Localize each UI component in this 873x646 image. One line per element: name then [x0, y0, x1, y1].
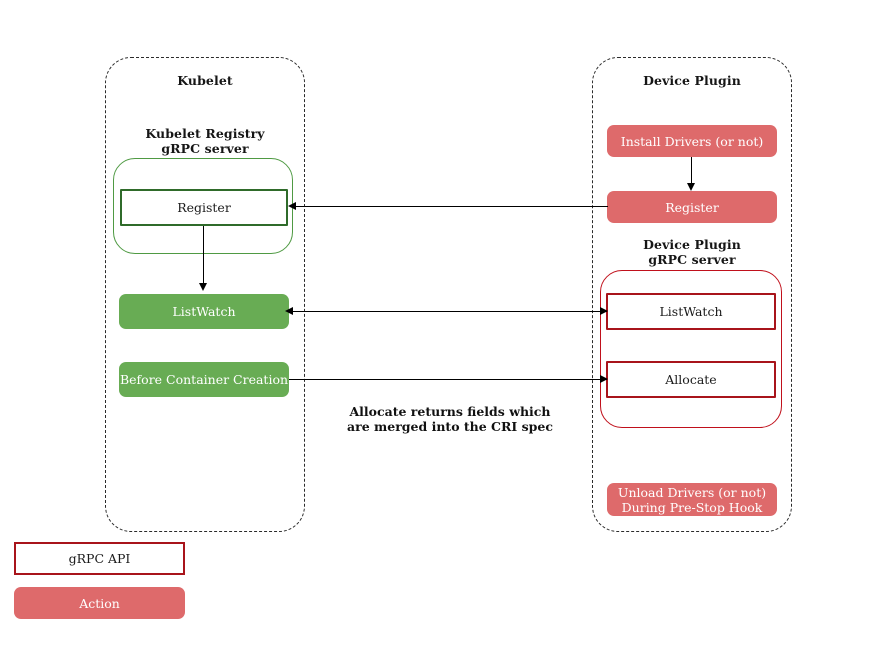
device-plugin-container — [592, 57, 792, 532]
device-plugin-register-action-box[interactable]: Register — [607, 191, 777, 223]
kubelet-registry-label: Kubelet Registry gRPC server — [145, 126, 265, 156]
arrowhead-listwatch-flow-left — [285, 307, 293, 315]
connector-register-to-listwatch — [203, 226, 205, 284]
kubelet-listwatch-action-box[interactable]: ListWatch — [119, 294, 289, 329]
device-plugin-listwatch-api-box[interactable]: ListWatch — [606, 293, 776, 330]
legend-grpc-api-box: gRPC API — [14, 542, 185, 575]
connector-listwatch-flow — [290, 311, 607, 313]
legend-action-box: Action — [14, 587, 185, 619]
device-plugin-title: Device Plugin — [643, 73, 741, 88]
connector-register-flow — [290, 206, 608, 208]
arrowhead-install-drivers-to-register — [687, 183, 695, 191]
allocate-note-annotation: Allocate returns fields which are merged… — [347, 404, 553, 434]
device-plugin-unload-drivers-box[interactable]: Unload Drivers (or not) During Pre-Stop … — [607, 483, 777, 516]
arrowhead-register-flow-left — [288, 202, 296, 210]
arrowhead-allocate-flow-right — [600, 375, 608, 383]
device-plugin-grpc-label: Device Plugin gRPC server — [643, 237, 741, 267]
kubelet-register-api-box[interactable]: Register — [120, 189, 288, 226]
device-plugin-install-drivers-box[interactable]: Install Drivers (or not) — [607, 125, 777, 157]
arrowhead-listwatch-flow-right — [600, 307, 608, 315]
connector-allocate-flow — [289, 379, 607, 381]
kubelet-container — [105, 57, 305, 532]
connector-install-drivers-to-register — [691, 157, 693, 185]
kubelet-title: Kubelet — [177, 73, 233, 88]
device-plugin-grpc-server-group — [600, 270, 782, 428]
kubelet-before-container-creation-box[interactable]: Before Container Creation — [119, 362, 289, 397]
device-plugin-allocate-api-box[interactable]: Allocate — [606, 361, 776, 398]
arrowhead-register-to-listwatch — [199, 283, 207, 291]
